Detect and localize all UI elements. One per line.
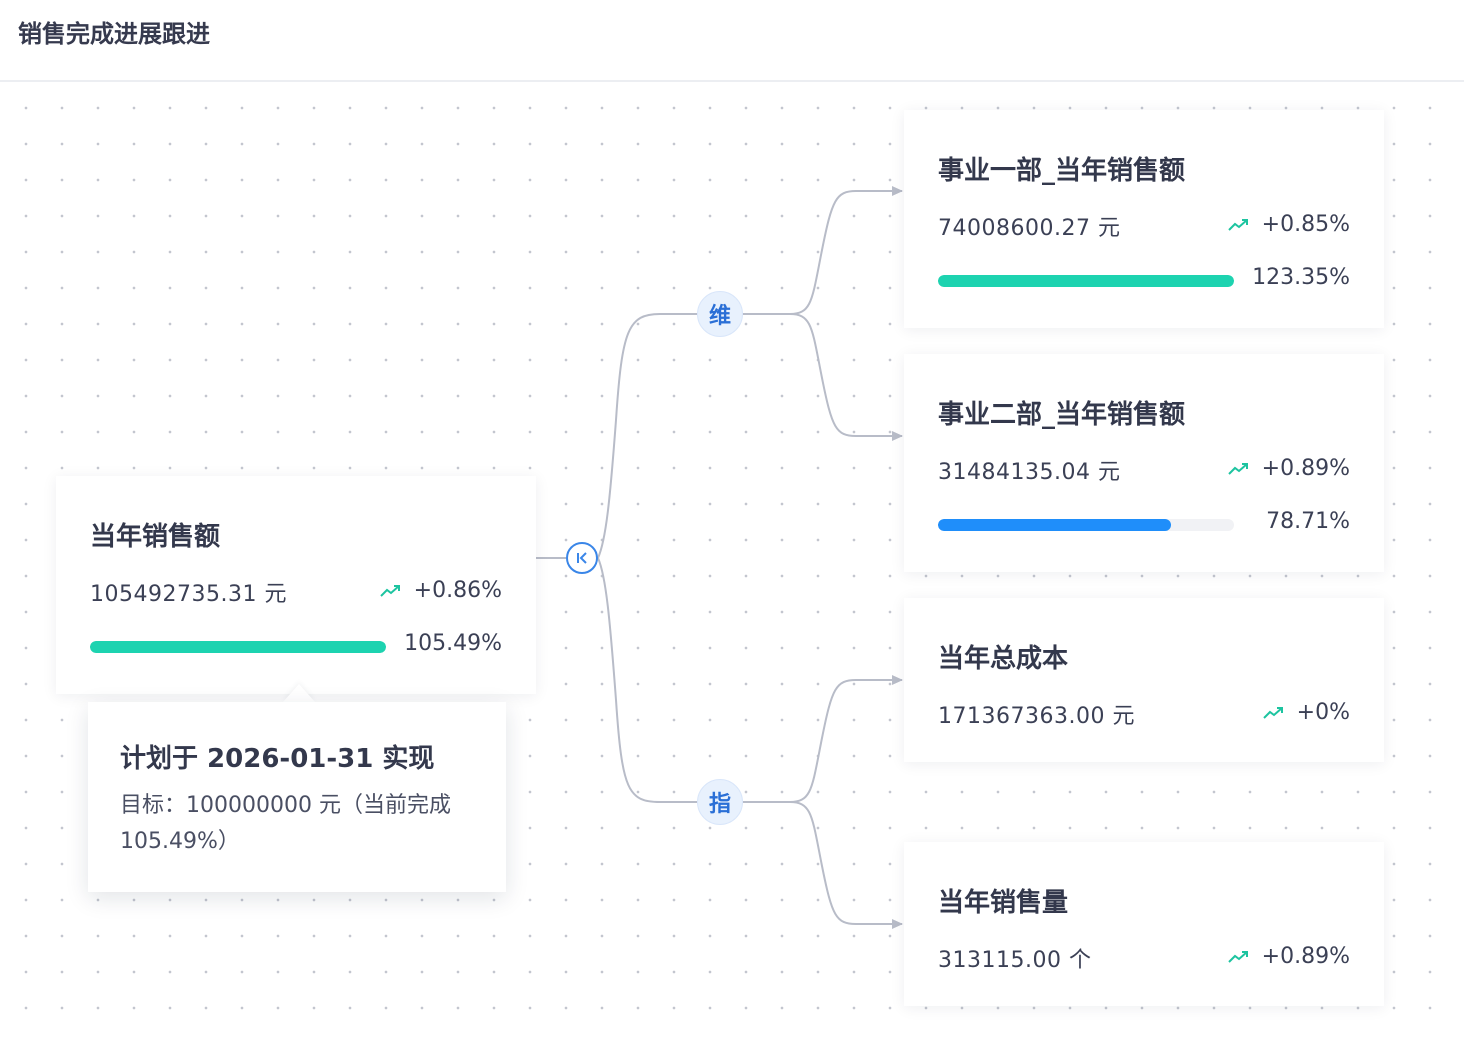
progress-fill bbox=[90, 641, 386, 653]
trend-indicator: +0.86% bbox=[379, 578, 502, 603]
trend-indicator: +0.89% bbox=[1227, 944, 1350, 969]
card-title: 当年总成本 bbox=[938, 644, 1069, 674]
progress-fill bbox=[938, 275, 1234, 287]
metric-branch-chip[interactable]: 指 bbox=[697, 779, 743, 825]
progress-bar bbox=[938, 275, 1234, 287]
collapse-button[interactable] bbox=[566, 542, 598, 574]
tooltip-title: 计划于 2026-01-31 实现 bbox=[120, 744, 435, 774]
trend-value: +0.89% bbox=[1261, 456, 1350, 481]
card-value: 74008600.27 元 bbox=[938, 216, 1121, 241]
trend-value: +0.85% bbox=[1261, 212, 1350, 237]
card-title: 当年销售额 bbox=[90, 522, 221, 552]
progress-bar bbox=[938, 519, 1234, 531]
card-title: 事业二部_当年销售额 bbox=[938, 400, 1186, 430]
progress-fill bbox=[938, 519, 1171, 531]
tooltip-body: 目标：100000000 元（当前完成105.49%） bbox=[120, 793, 451, 854]
page-title: 销售完成进展跟进 bbox=[18, 20, 210, 48]
child-metric-card[interactable]: 当年总成本 171367363.00 元 +0% bbox=[904, 598, 1384, 762]
child-metric-card[interactable]: 事业二部_当年销售额 31484135.04 元 +0.89% 78.71% bbox=[904, 354, 1384, 572]
progress-label: 78.71% bbox=[1266, 509, 1350, 534]
trend-up-icon bbox=[1262, 706, 1283, 719]
card-value: 313115.00 个 bbox=[938, 948, 1092, 973]
trend-value: +0.86% bbox=[413, 578, 502, 603]
plan-tooltip: 计划于 2026-01-31 实现 目标：100000000 元（当前完成105… bbox=[88, 702, 506, 892]
trend-indicator: +0.85% bbox=[1227, 212, 1350, 237]
card-value: 31484135.04 元 bbox=[938, 460, 1121, 485]
child-metric-card[interactable]: 事业一部_当年销售额 74008600.27 元 +0.85% 123.35% bbox=[904, 110, 1384, 328]
trend-value: +0.89% bbox=[1261, 944, 1350, 969]
trend-up-icon bbox=[379, 584, 400, 597]
child-metric-card[interactable]: 当年销售量 313115.00 个 +0.89% bbox=[904, 842, 1384, 1006]
card-title: 当年销售量 bbox=[938, 888, 1069, 918]
dimension-branch-chip[interactable]: 维 bbox=[697, 291, 743, 337]
card-value: 105492735.31 元 bbox=[90, 582, 287, 607]
progress-bar bbox=[90, 641, 386, 653]
root-metric-card[interactable]: 当年销售额 105492735.31 元 +0.86% 105.49% bbox=[56, 476, 536, 694]
trend-value: +0% bbox=[1296, 700, 1350, 725]
progress-label: 123.35% bbox=[1252, 265, 1350, 290]
trend-up-icon bbox=[1227, 218, 1248, 231]
collapse-left-icon bbox=[577, 552, 587, 564]
tooltip-arrow bbox=[283, 684, 315, 702]
trend-up-icon bbox=[1227, 462, 1248, 475]
card-value: 171367363.00 元 bbox=[938, 704, 1135, 729]
trend-indicator: +0.89% bbox=[1227, 456, 1350, 481]
card-title: 事业一部_当年销售额 bbox=[938, 156, 1186, 186]
trend-up-icon bbox=[1227, 950, 1248, 963]
trend-indicator: +0% bbox=[1262, 700, 1350, 725]
page-header: 销售完成进展跟进 bbox=[0, 0, 1464, 82]
progress-label: 105.49% bbox=[404, 631, 502, 656]
